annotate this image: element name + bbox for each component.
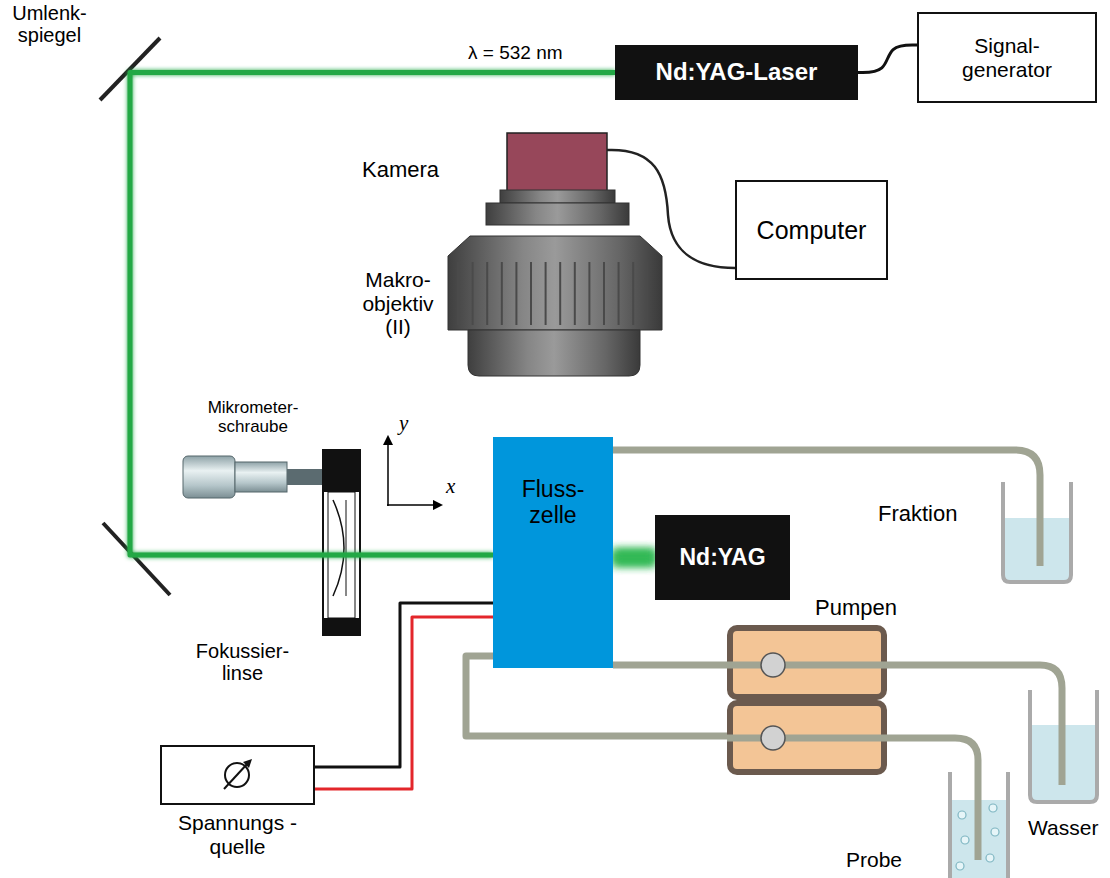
vial — [1030, 690, 1097, 802]
part-label: Wasser — [1028, 816, 1098, 840]
grip-line — [545, 262, 547, 325]
signal-generator-box: Signal- generator — [917, 12, 1097, 103]
node-label: Nd:YAG-Laser — [656, 59, 818, 86]
bubble — [956, 862, 964, 870]
micrometer-thimble — [235, 462, 287, 492]
part-label: Fraktion — [878, 502, 957, 527]
axis-label: x — [446, 475, 455, 499]
bubble — [958, 811, 966, 819]
connectors — [130, 45, 917, 789]
source-symbol — [162, 747, 313, 803]
grip-line — [618, 262, 620, 325]
bubble — [986, 854, 994, 862]
micrometer-barrel — [183, 456, 235, 498]
axis-arrow — [387, 504, 441, 506]
part-label: Fokussier- linse — [180, 640, 305, 685]
pump-unit: Pumpen — [727, 593, 887, 775]
wire — [315, 617, 493, 789]
grip-line — [603, 262, 605, 325]
lens-holder — [323, 450, 360, 635]
pump-housing — [727, 625, 887, 775]
pump-roller — [761, 653, 785, 677]
tube — [727, 662, 887, 669]
node-label: Spannungs -quelle — [168, 811, 308, 858]
source-arrow — [224, 763, 248, 789]
laser-beam — [613, 550, 655, 566]
tube — [727, 735, 887, 742]
grip-line — [457, 262, 459, 325]
computer-box: Computer — [735, 180, 888, 280]
micrometer-spindle — [287, 469, 323, 485]
pump-roller — [761, 726, 785, 750]
grip-line — [486, 262, 488, 325]
grip-line — [647, 262, 649, 325]
grip-line — [515, 262, 517, 325]
tube — [887, 738, 978, 860]
tube — [466, 656, 727, 736]
focusing-lens — [346, 500, 347, 596]
node-label: Signal- generator — [952, 34, 1062, 81]
source-box — [160, 745, 315, 805]
vial — [1003, 482, 1071, 582]
grip-line — [632, 262, 634, 325]
axis-arrow — [387, 437, 389, 506]
lens-holder-top — [323, 450, 360, 492]
grip-line — [588, 262, 590, 325]
signal-cable — [858, 45, 917, 73]
lens-collar — [500, 190, 615, 203]
bubble — [991, 828, 999, 836]
axis-label: y — [399, 412, 408, 436]
node-label: Fluss- zelle — [511, 477, 596, 529]
mirror — [103, 523, 170, 595]
part-label: Probe — [846, 848, 902, 872]
voltage-source: Spannungs -quelle — [160, 745, 315, 870]
vial — [950, 772, 1008, 878]
part-label: Makro- objektiv (II) — [352, 268, 444, 339]
edge-label: λ = 532 nm — [468, 42, 563, 63]
grip-line — [559, 262, 561, 325]
wire — [315, 603, 493, 767]
grip-line — [574, 262, 576, 325]
source-arrowhead — [243, 759, 252, 768]
tube — [613, 662, 727, 669]
node-label: Pumpen — [727, 593, 887, 625]
node-label: Computer — [757, 216, 867, 244]
bubble — [989, 804, 997, 812]
part-label: Mikrometer- schraube — [188, 398, 318, 436]
node-label: Nd:YAG — [679, 545, 765, 571]
lens-ring — [486, 203, 629, 225]
part-label: Kamera — [362, 158, 439, 183]
focusing-lens — [333, 500, 344, 596]
bubble — [961, 836, 969, 844]
lens-holder-bottom — [323, 618, 360, 635]
laser-box: Nd:YAG — [655, 515, 790, 600]
laser-box: Nd:YAG-Laser — [615, 45, 858, 100]
part-label: Umlenk- spiegel — [2, 2, 97, 47]
grip-line — [472, 262, 474, 325]
laser-beam — [130, 73, 615, 556]
grip-line — [501, 262, 503, 325]
lens-front — [468, 330, 640, 376]
camera-body — [507, 133, 607, 191]
lens-grip — [458, 262, 648, 325]
flow-cell: Fluss- zelle — [493, 437, 613, 668]
grip-line — [530, 262, 532, 325]
macro-lens — [448, 236, 662, 330]
